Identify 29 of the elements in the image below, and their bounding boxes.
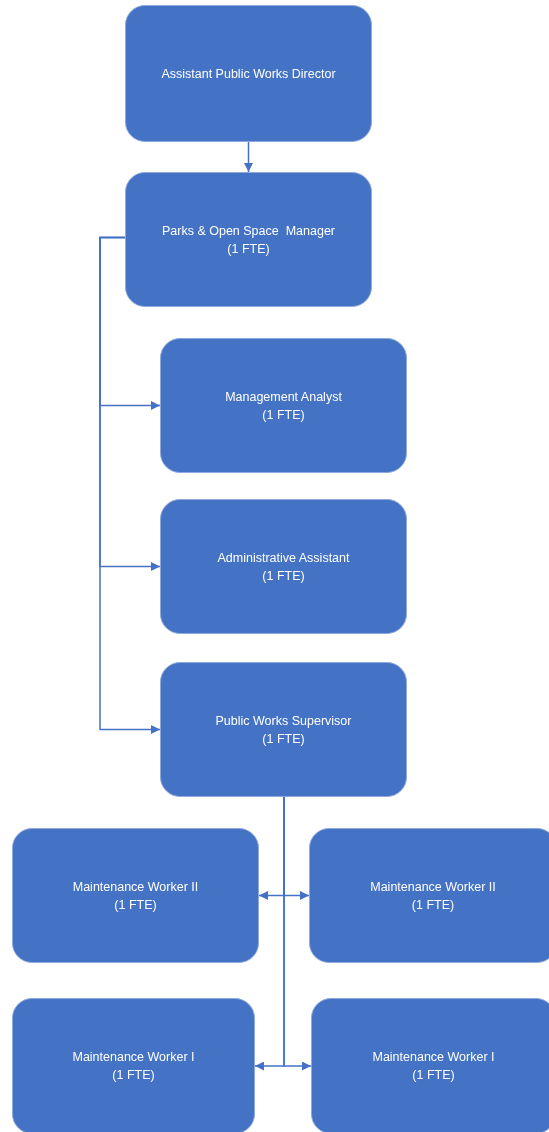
connector-arrow [244, 141, 253, 173]
position-title: Public Works Supervisor [215, 712, 352, 730]
position-title: (1 FTE) [262, 567, 305, 585]
position-box [160, 499, 407, 634]
position-title: (1 FTE) [262, 730, 305, 748]
position-title: (1 FTE) [227, 240, 270, 258]
position-title: (1 FTE) [262, 406, 305, 424]
position-box [12, 828, 259, 963]
position-box [311, 998, 549, 1132]
position-box [160, 662, 407, 797]
position-title: Maintenance Worker I [72, 1049, 195, 1066]
position-title: (1 FTE) [411, 896, 455, 914]
position-title: (1 FTE) [412, 1067, 455, 1084]
position-title: Maintenance Worker II [72, 878, 199, 896]
position-box [12, 998, 255, 1132]
position-title: Assistant Public Works Director [161, 65, 336, 83]
position-title: Parks & Open Space Manager [162, 222, 335, 240]
connector-arrow [283, 796, 312, 1071]
position-title: Management Analyst [225, 388, 342, 406]
position-box [309, 828, 549, 963]
position-title: (1 FTE) [112, 1067, 155, 1084]
position-title: Maintenance Worker II [370, 878, 496, 896]
position-title: (1 FTE) [114, 896, 157, 914]
position-title: Administrative Assistant [217, 549, 350, 567]
position-title: Maintenance Worker I [372, 1049, 495, 1066]
connector-arrow [99, 236, 161, 734]
position-box [160, 338, 407, 473]
position-box [125, 5, 372, 142]
position-box [125, 172, 372, 307]
